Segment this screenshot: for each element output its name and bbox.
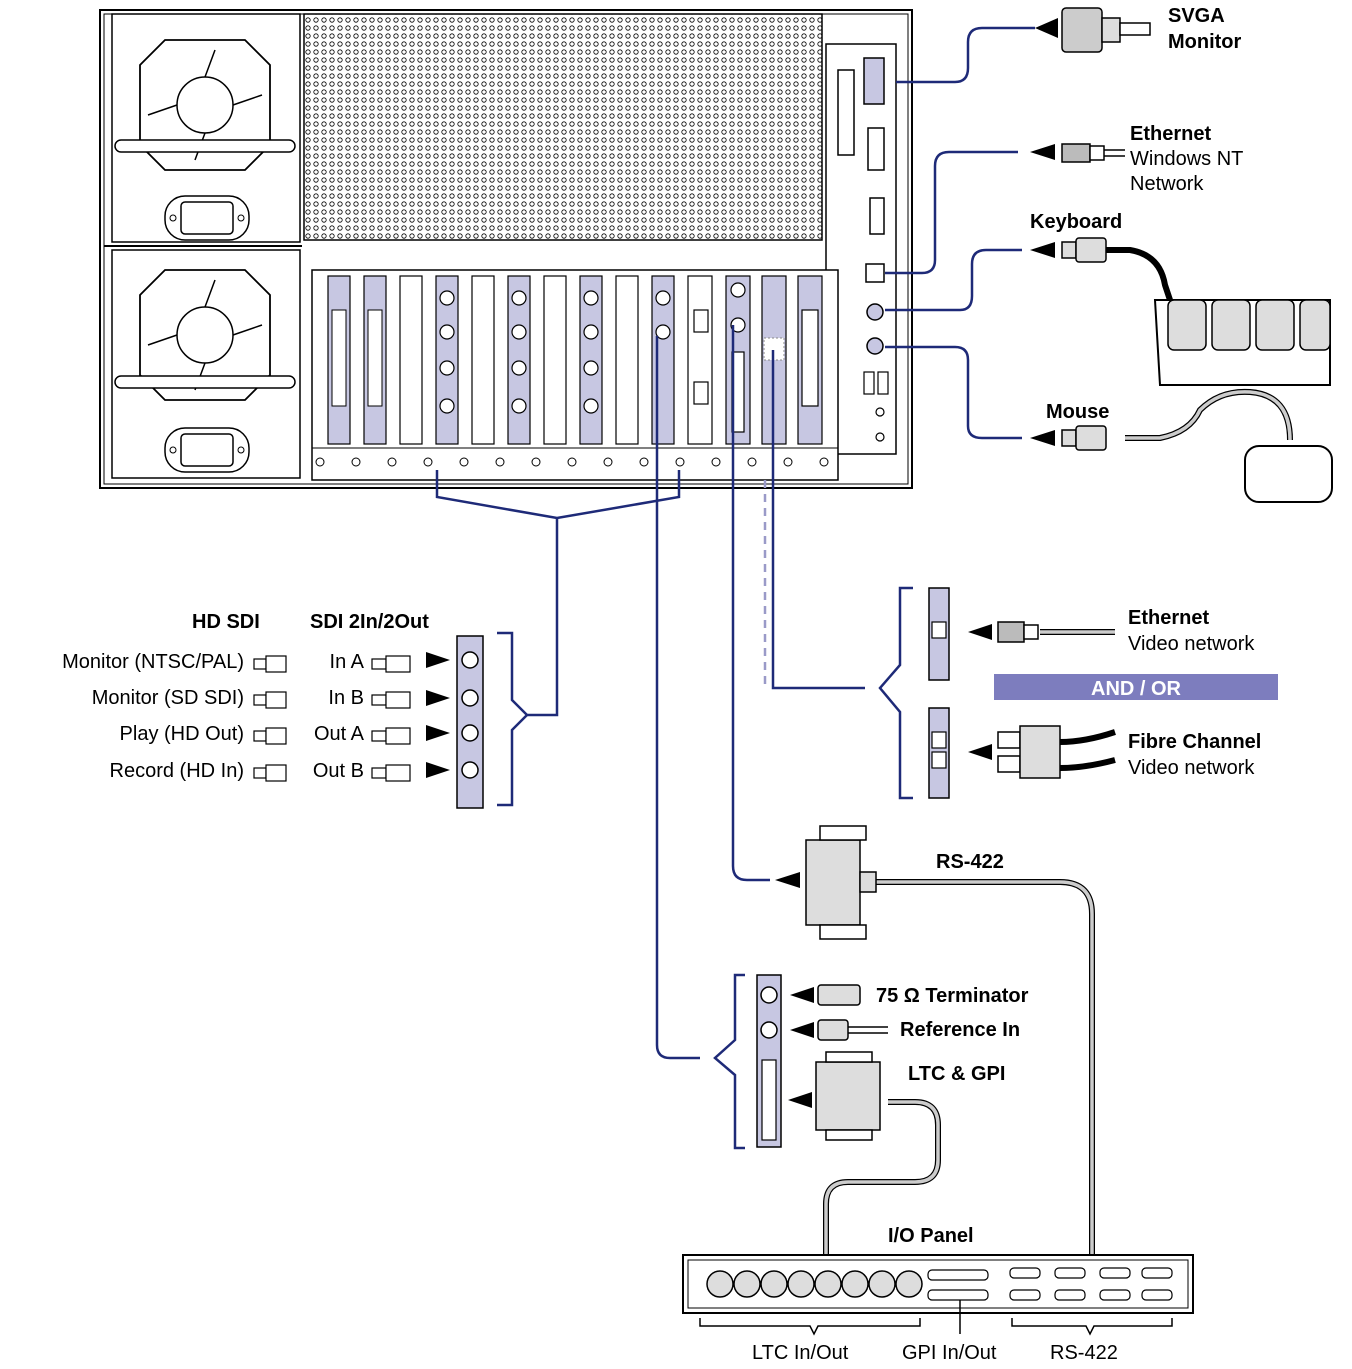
vent-grille <box>304 14 822 240</box>
mouse-connector-icon <box>1030 426 1106 450</box>
io-panel-device <box>683 1255 1193 1313</box>
ethernet-port-nt <box>866 264 884 282</box>
fibre-cord <box>1060 732 1115 768</box>
video-cards-trunk <box>527 518 557 715</box>
keyboard-coil <box>1105 250 1170 300</box>
usb-port-1 <box>864 372 874 394</box>
rs422-bottom-label: RS-422 <box>1050 1342 1118 1364</box>
serial-port-1 <box>868 128 884 170</box>
network-brace <box>880 588 913 798</box>
fibre-channel-sub: Video network <box>1128 757 1255 779</box>
ltc-io-label: LTC In/Out <box>752 1342 849 1364</box>
hd-row-2-label: Monitor (SD SDI) <box>92 687 244 709</box>
ethernet-video-card <box>929 588 1038 680</box>
and-or-label: AND / OR <box>1091 678 1182 700</box>
io-panel-label: I/O Panel <box>888 1225 974 1247</box>
rs422-cable-label: RS-422 <box>936 851 1004 873</box>
hd-row-4-label: Record (HD In) <box>110 760 244 782</box>
mouse-icon <box>1245 446 1332 502</box>
svga-monitor-label: Monitor <box>1168 31 1242 53</box>
keyboard-icon <box>1155 300 1330 385</box>
reference-in-label: Reference In <box>900 1019 1020 1041</box>
keyboard-port <box>867 304 883 320</box>
fibre-channel-card <box>929 708 1060 798</box>
parallel-port <box>838 70 854 155</box>
vga-port <box>864 58 884 104</box>
usb-port-2 <box>878 372 888 394</box>
hd-sdi-rows: Monitor (NTSC/PAL) Monitor (SD SDI) Play… <box>62 651 244 782</box>
svga-cable <box>896 28 1035 82</box>
audio-jack-1 <box>876 408 884 416</box>
ltc-gpi-label: LTC & GPI <box>908 1063 1005 1085</box>
svga-label: SVGA <box>1168 5 1225 27</box>
mouse-label: Mouse <box>1046 401 1109 423</box>
sdi-rows: In A In B Out A Out B <box>313 651 365 782</box>
sdi-row-3-label: Out A <box>314 723 365 745</box>
slot-11-card <box>688 276 712 444</box>
rs422-connector-icon <box>775 826 876 939</box>
ethernet-nt-connector-icon <box>1030 144 1125 162</box>
fibre-channel-title: Fibre Channel <box>1128 731 1261 753</box>
mouse-grey-cable <box>1125 392 1290 440</box>
keyboard-label: Keyboard <box>1030 211 1122 233</box>
gpi-io-label: GPI In/Out <box>902 1342 997 1364</box>
sdi-card <box>426 636 483 808</box>
svga-connector-icon <box>1035 8 1150 52</box>
sdi-row-2-label: In B <box>328 687 364 709</box>
arrow-icon <box>790 1022 814 1038</box>
ethernet-nt-line2: Windows NT <box>1130 148 1243 170</box>
terminator-label: 75 Ω Terminator <box>876 985 1029 1007</box>
reference-card <box>757 975 888 1147</box>
arrow-icon <box>968 624 992 640</box>
hd-sdi-heading: HD SDI <box>192 611 260 633</box>
hd-row-1-label: Monitor (NTSC/PAL) <box>62 651 244 673</box>
ethernet-nt-title: Ethernet <box>1130 123 1211 145</box>
arrow-icon <box>788 1092 812 1108</box>
expansion-card-bay <box>312 270 838 480</box>
sdi-heading: SDI 2In/2Out <box>310 611 429 633</box>
reference-brace <box>715 975 745 1148</box>
sdi-row-4-label: Out B <box>313 760 364 782</box>
hd-row-3-label: Play (HD Out) <box>120 723 244 745</box>
mouse-port <box>867 338 883 354</box>
sdi-row-1-label: In A <box>330 651 365 673</box>
serial-port-2 <box>870 198 884 234</box>
arrow-icon <box>790 987 814 1003</box>
sdi-brace <box>497 633 527 805</box>
ethernet-nt-line3: Network <box>1130 173 1204 195</box>
keyboard-connector-icon <box>1030 238 1106 262</box>
ethernet-video-sub: Video network <box>1128 633 1255 655</box>
ethernet-video-title: Ethernet <box>1128 607 1209 629</box>
arrow-icon <box>968 744 992 760</box>
audio-jack-2 <box>876 433 884 441</box>
